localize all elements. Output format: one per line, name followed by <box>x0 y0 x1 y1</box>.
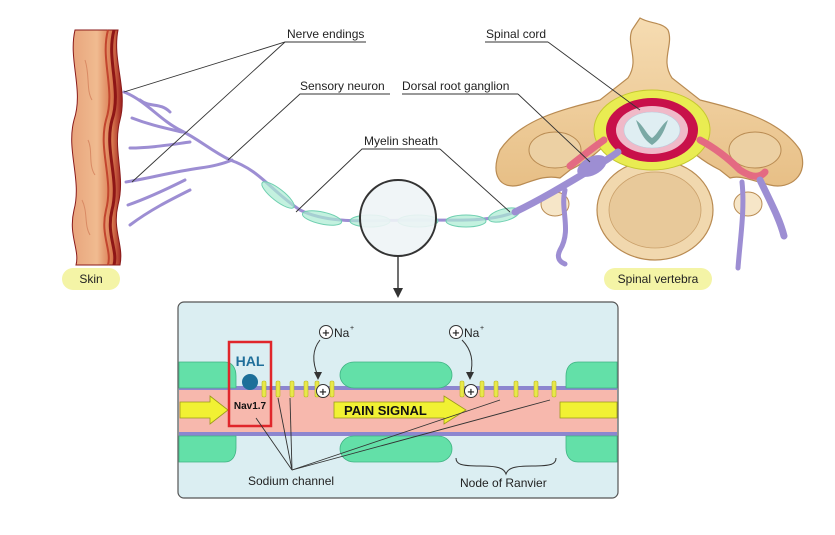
skin-pill: Skin <box>62 268 120 290</box>
spinal-vertebra-pill: Spinal vertebra <box>604 268 712 290</box>
sensory-neuron-fibers <box>122 90 517 227</box>
label-spinal-vertebra: Spinal vertebra <box>618 272 699 286</box>
node-of-ranvier-brace <box>455 457 557 476</box>
sodium-ion-in-channel-2: + <box>464 384 478 398</box>
signal-arrow-right <box>559 401 618 419</box>
hal-molecule <box>242 374 258 390</box>
pain-signal-arrow: PAIN SIGNAL <box>333 395 467 425</box>
sodium-ion-2: + Na + <box>449 325 484 380</box>
na-label-1: Na <box>334 326 350 340</box>
signal-arrow-left <box>179 395 229 425</box>
na-charge-glyph: + <box>319 387 327 398</box>
pain-signal-label: PAIN SIGNAL <box>344 403 427 418</box>
label-sensory-neuron: Sensory neuron <box>300 79 385 93</box>
hal-label: HAL <box>236 353 265 369</box>
label-nerve-endings: Nerve endings <box>287 27 364 41</box>
na-sup-2: + <box>480 325 484 332</box>
na-label-2: Na <box>464 326 480 340</box>
label-node-of-ranvier: Node of Ranvier <box>460 476 547 490</box>
label-dorsal-root-ganglion: Dorsal root ganglion <box>402 79 509 93</box>
magnifier-lens <box>359 179 437 298</box>
skin-tissue <box>71 29 123 266</box>
leader-lines <box>123 41 641 213</box>
na-charge-glyph: + <box>322 328 330 339</box>
sodium-channel-pointers <box>255 397 551 471</box>
hal-highlight-box: HAL Nav1.7 <box>227 340 273 428</box>
sodium-channels-node-1 <box>261 380 335 398</box>
label-spinal-cord: Spinal cord <box>486 27 546 41</box>
spinal-vertebra <box>495 17 804 261</box>
sodium-ion-1: + Na + <box>313 325 354 380</box>
nav17-label: Nav1.7 <box>234 401 267 412</box>
label-sodium-channel: Sodium channel <box>248 474 334 488</box>
na-sup-1: + <box>350 325 354 332</box>
na-charge-glyph: + <box>467 387 475 398</box>
dorsal-root-ganglion <box>511 148 788 271</box>
label-skin: Skin <box>79 272 102 286</box>
na-charge-glyph: + <box>452 328 460 339</box>
sodium-ion-in-channel-1: + <box>316 384 330 398</box>
sodium-channels-node-2 <box>459 380 557 398</box>
myelin-blocks <box>178 361 618 463</box>
label-myelin-sheath: Myelin sheath <box>364 134 438 148</box>
